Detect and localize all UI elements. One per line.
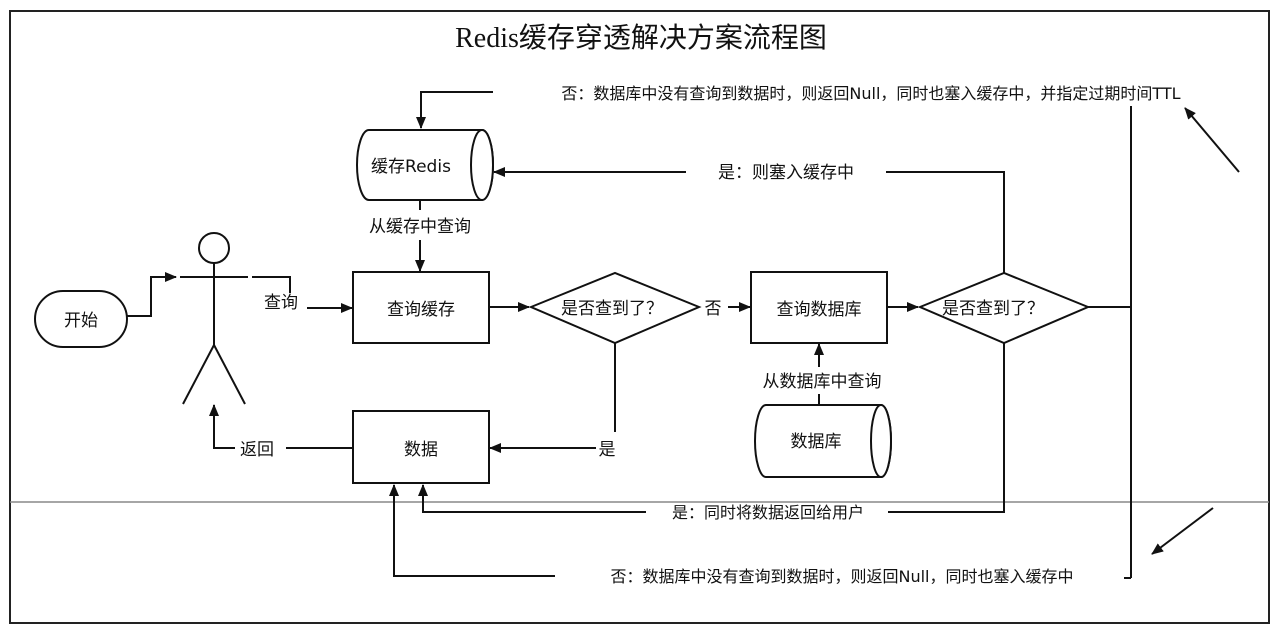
edge-label-from-cache: 从缓存中查询 — [369, 217, 471, 237]
diagram-title: Redis缓存穿透解决方案流程图 — [455, 22, 827, 54]
annotation-arrow-down-icon — [1151, 507, 1214, 555]
edge-start-to-user — [127, 272, 177, 317]
edge-yes-to-data-bottom — [418, 484, 646, 513]
edge-label-yes-return-user: 是：同时将数据返回给用户 — [672, 503, 864, 522]
edge-label-no-to-db: 否 — [705, 299, 722, 319]
database-label: 数据库 — [791, 432, 842, 452]
edge-label-no-null-ttl: 否：数据库中没有查询到数据时，则返回Null，同时也塞入缓存中，并指定过期时间T… — [561, 84, 1180, 103]
start-label: 开始 — [64, 311, 98, 331]
edge-db-yes-up — [886, 171, 1005, 273]
edge-label-query: 查询 — [264, 293, 298, 313]
db-decision-label: 是否查到了？ — [942, 299, 1044, 319]
database-node: 数据库 — [754, 404, 892, 478]
start-node: 开始 — [34, 290, 128, 348]
edge-label-no-null: 否：数据库中没有查询到数据时，则返回Null，同时也塞入缓存中 — [610, 567, 1073, 586]
query-db-label: 查询数据库 — [777, 300, 862, 320]
diagram-frame — [9, 10, 1270, 624]
data-label: 数据 — [404, 440, 438, 460]
annotation-arrow-up-icon — [1184, 107, 1240, 173]
edge-label-from-db: 从数据库中查询 — [763, 372, 882, 392]
edge-label-return: 返回 — [240, 440, 274, 460]
edge-user-to-query — [252, 276, 291, 293]
redis-cache-node: 缓存Redis — [356, 129, 494, 201]
query-db-node: 查询数据库 — [750, 271, 888, 344]
edge-label-yes-to-data: 是 — [599, 440, 616, 460]
cache-decision-label: 是否查到了？ — [561, 299, 663, 319]
edge-label-yes-put-cache: 是：则塞入缓存中 — [718, 163, 854, 183]
edge-no-to-data — [389, 484, 555, 577]
edge-return-to-user — [209, 404, 235, 449]
cache-decision-node: 是否查到了？ — [528, 271, 702, 345]
edge-no-to-redis — [416, 91, 493, 129]
edge-db-yes-down — [888, 343, 1005, 513]
db-decision-node: 是否查到了？ — [917, 271, 1091, 345]
query-cache-label: 查询缓存 — [387, 300, 455, 320]
user-actor-icon — [180, 232, 248, 405]
data-node: 数据 — [352, 410, 490, 484]
redis-cache-label: 缓存Redis — [371, 157, 451, 177]
query-cache-node: 查询缓存 — [352, 271, 490, 344]
